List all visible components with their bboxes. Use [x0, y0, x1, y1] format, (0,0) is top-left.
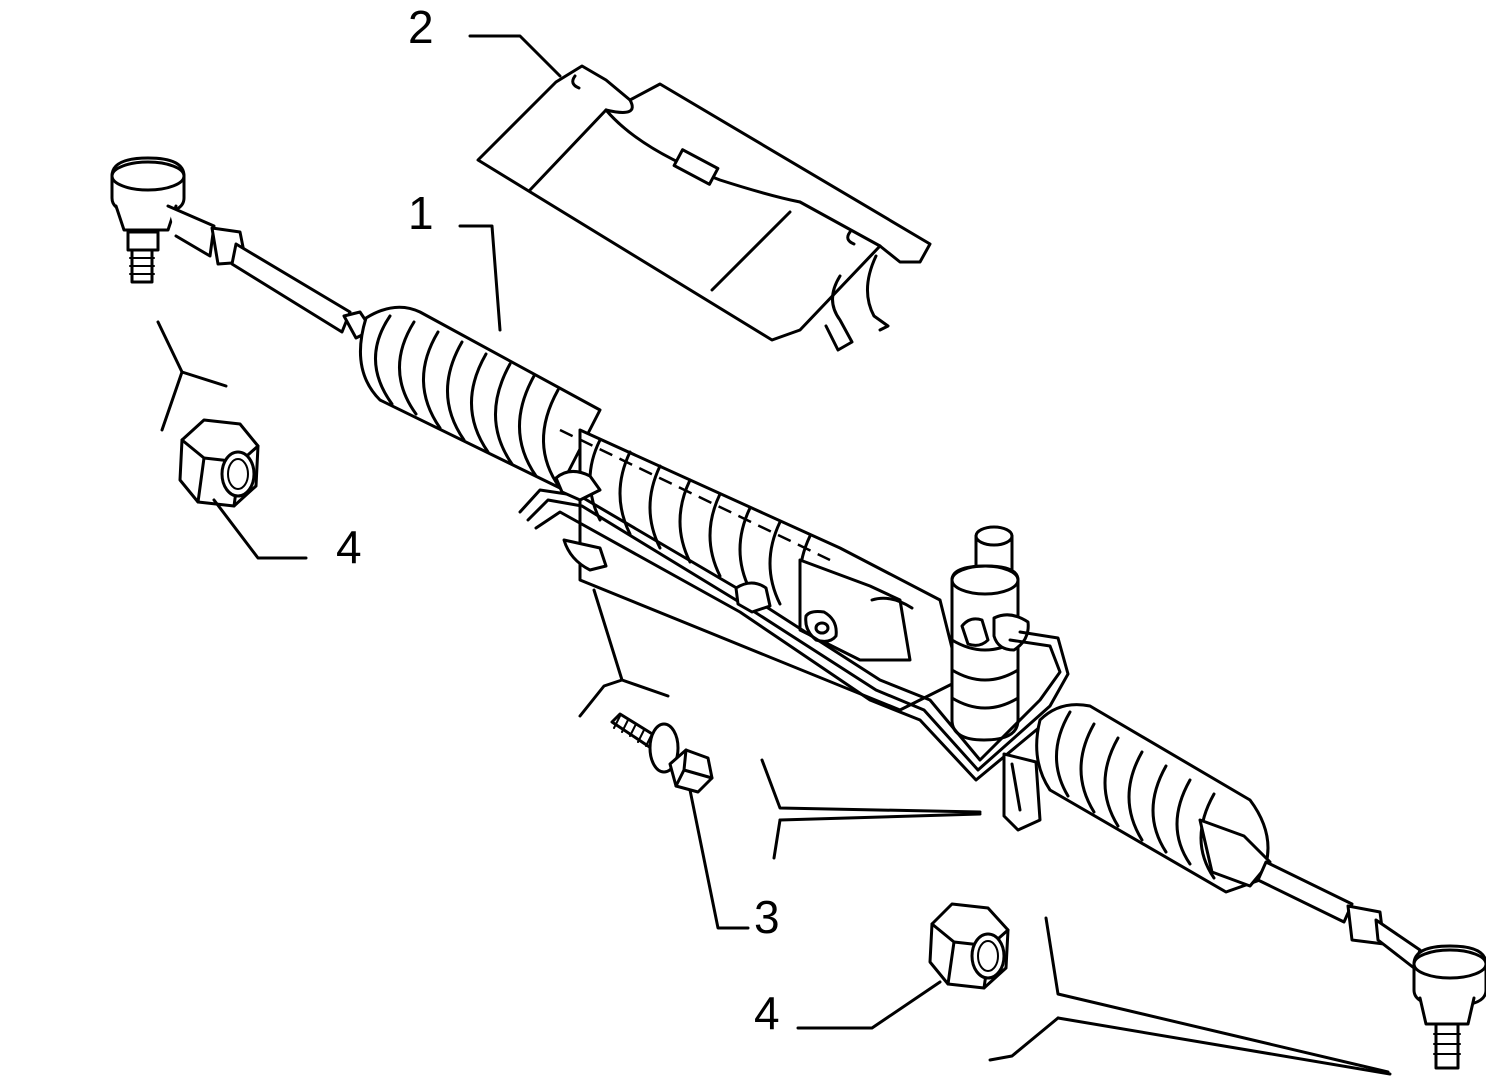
rack-housing [559, 428, 962, 712]
callout-part-1: 1 [408, 187, 434, 239]
callout-part-3: 3 [754, 891, 780, 943]
callout-part-4-right: 4 [754, 987, 780, 1039]
hydraulic-tubes [518, 470, 1070, 782]
left-nut [178, 418, 260, 508]
left-bellows-boot [359, 305, 602, 490]
pinion-valve [950, 525, 1030, 742]
callout-part-4-left: 4 [336, 521, 362, 573]
right-nut [928, 902, 1010, 990]
right-bellows-boot [1002, 703, 1272, 894]
heat-shield [476, 64, 932, 352]
right-tie-rod-end [1256, 860, 1486, 1070]
callout-part-2: 2 [408, 1, 434, 53]
left-tie-rod-end [110, 156, 374, 340]
mounting-bolt [610, 712, 714, 794]
leader-lines [156, 34, 1392, 1076]
